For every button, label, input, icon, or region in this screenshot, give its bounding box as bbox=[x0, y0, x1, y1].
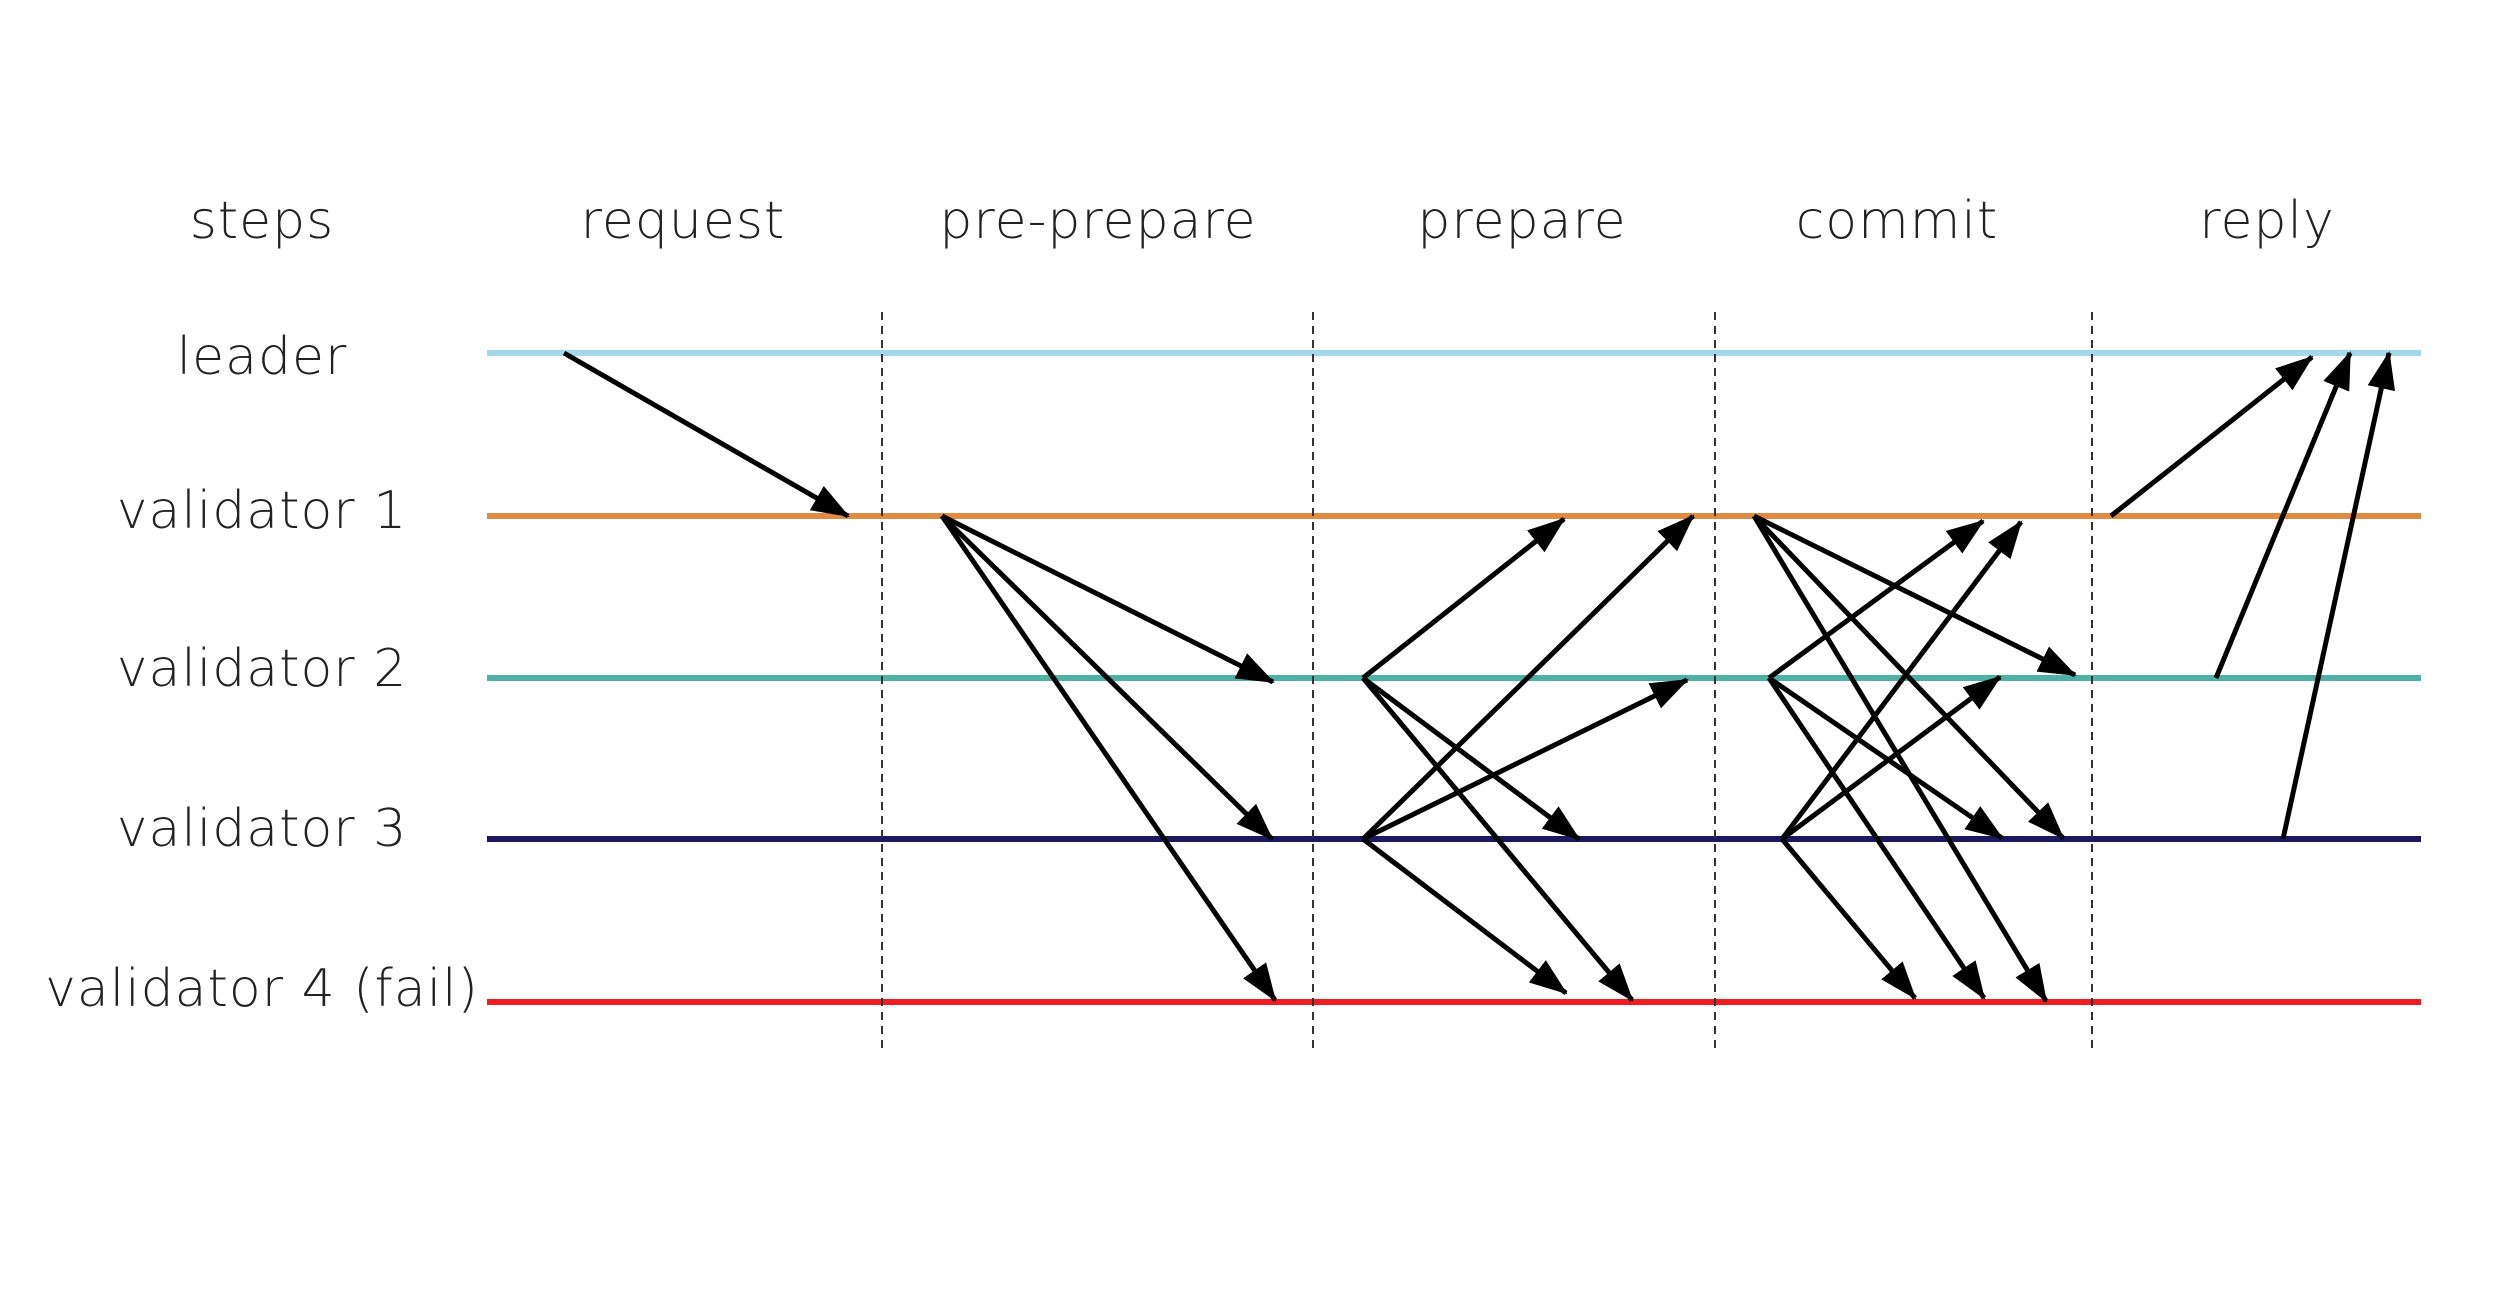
message-arrow-pre-prepare-v1-to-v2 bbox=[940, 513, 1275, 685]
phase-label-pre-prepare: pre-prepare bbox=[939, 191, 1256, 251]
node-label-validator-3: validator 3 bbox=[117, 799, 408, 859]
message-arrow-prepare-v2-to-v1 bbox=[1361, 517, 1566, 680]
message-arrow-commit-v3-to-v4 bbox=[1780, 837, 1917, 1000]
steps-column-header: steps bbox=[190, 191, 335, 251]
message-arrow-commit-v1-to-v2 bbox=[1752, 513, 2077, 678]
phase-dividers bbox=[881, 312, 2093, 1048]
message-arrow-request-leader-to-v1 bbox=[562, 350, 850, 519]
phase-label-reply: reply bbox=[2199, 191, 2334, 251]
phase-label-prepare: prepare bbox=[1417, 191, 1626, 251]
message-arrow-commit-v3-to-v1 bbox=[1780, 520, 2023, 841]
phase-label-commit: commit bbox=[1796, 191, 1999, 251]
node-label-validator-2: validator 2 bbox=[117, 639, 408, 699]
phase-label-request: request bbox=[581, 191, 786, 251]
message-arrows bbox=[562, 350, 2396, 1003]
message-arrow-prepare-v3-to-v4 bbox=[1361, 837, 1568, 995]
message-arrow-pre-prepare-v1-to-v4 bbox=[939, 514, 1278, 1002]
message-arrow-reply-v2-to-leader bbox=[2213, 351, 2353, 679]
message-arrow-reply-v1-to-leader bbox=[2109, 355, 2314, 518]
message-arrow-pre-prepare-v1-to-v3 bbox=[940, 514, 1274, 841]
node-label-leader: leader bbox=[177, 327, 348, 387]
message-arrow-prepare-v3-to-v1 bbox=[1361, 514, 1695, 841]
node-label-validator-1: validator 1 bbox=[117, 481, 408, 541]
message-arrow-reply-v3-to-leader bbox=[2280, 351, 2396, 840]
message-arrow-prepare-v3-to-v2 bbox=[1361, 677, 1689, 842]
node-timelines bbox=[487, 350, 2421, 1005]
node-label-validator-4: validator 4 (fail) bbox=[45, 959, 479, 1019]
message-arrow-commit-v1-to-v3 bbox=[1752, 514, 2065, 840]
message-arrow-prepare-v2-to-v4 bbox=[1361, 676, 1634, 1002]
message-arrow-commit-v2-to-v3 bbox=[1767, 675, 2004, 841]
message-arrow-commit-v1-to-v4 bbox=[1751, 514, 2049, 1003]
message-arrow-commit-v2-to-v1 bbox=[1767, 518, 1985, 681]
message-arrow-commit-v3-to-v2 bbox=[1780, 674, 2002, 842]
message-arrow-commit-v2-to-v4 bbox=[1766, 676, 1987, 1000]
message-arrow-prepare-v2-to-v3 bbox=[1361, 675, 1581, 842]
